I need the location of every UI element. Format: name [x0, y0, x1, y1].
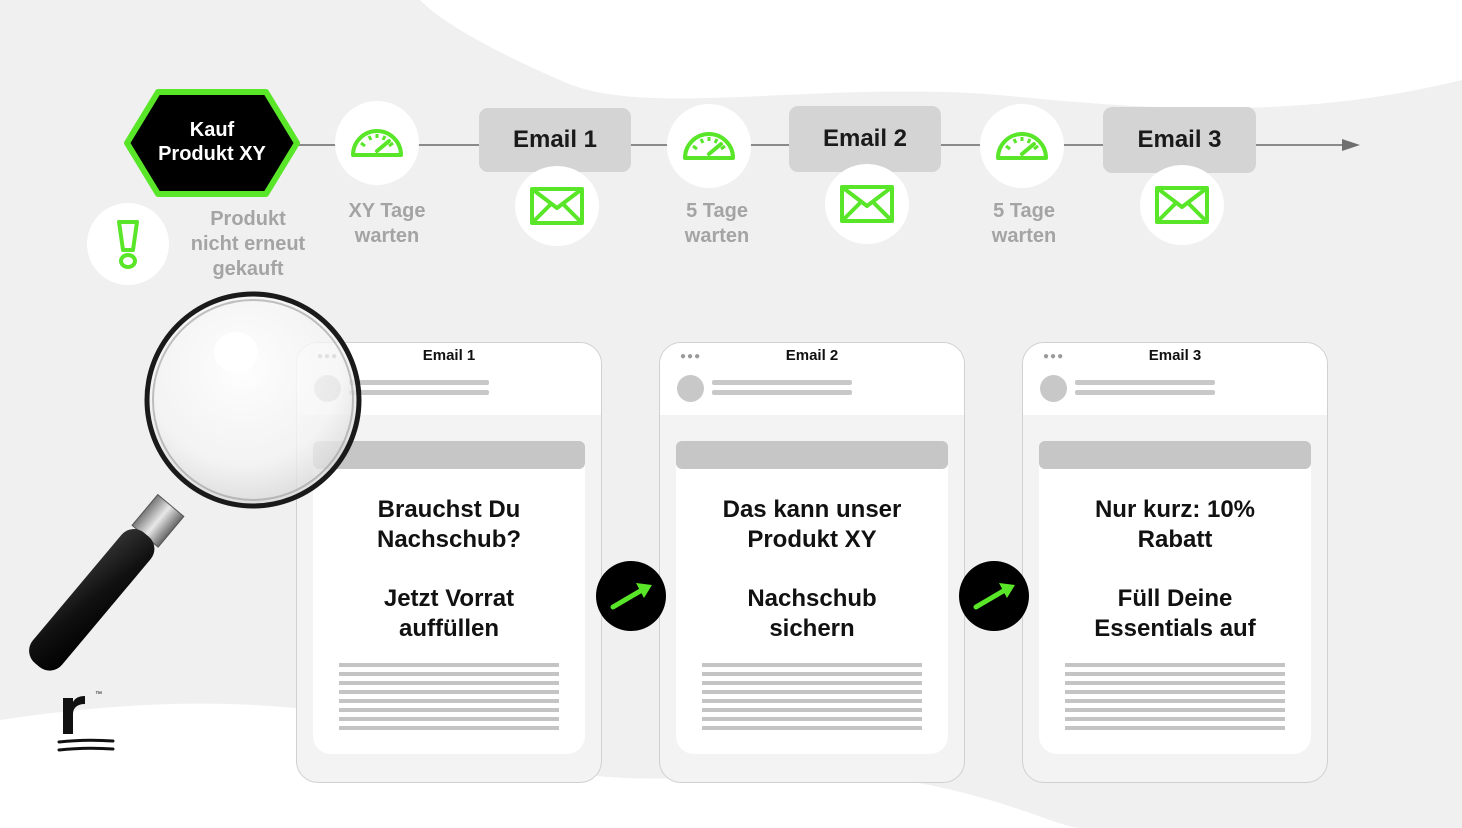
- wait-timer-1: [335, 101, 419, 185]
- email-2-cta: Nachschub sichern: [676, 584, 948, 644]
- banner-placeholder: [676, 441, 948, 469]
- email-1-headline-line1: Brauchst Du: [377, 496, 521, 523]
- placeholder-line: [1075, 380, 1215, 385]
- email-3-headline-line1: Nur kurz: 10%: [1094, 496, 1256, 523]
- wait-2-line2: warten: [684, 225, 750, 247]
- email-1-cta-line1: Jetzt Vorrat: [383, 585, 515, 612]
- email-2-headline-line1: Das kann unser: [722, 496, 902, 523]
- flow-connector: [1255, 144, 1347, 146]
- email-3-preview-title: Email 3: [1148, 347, 1202, 364]
- condition-line3: gekauft: [212, 258, 284, 280]
- condition-badge: [87, 203, 169, 285]
- email-1-cta-line2: auffüllen: [399, 615, 499, 642]
- flow-connector: [750, 144, 790, 146]
- magnifier-icon: [29, 291, 362, 671]
- wait-1-line2: warten: [354, 225, 420, 247]
- email-3-preview-header: ●●● Email 3: [1023, 343, 1327, 415]
- avatar: [1040, 375, 1067, 402]
- condition-line1: Produkt: [210, 208, 286, 230]
- placeholder-line: [349, 380, 489, 385]
- arrow-up-right-icon: [610, 583, 652, 610]
- condition-label: Produkt nicht erneut gekauft: [172, 207, 324, 282]
- wait-1-line1: XY Tage: [348, 200, 426, 222]
- flow-connector: [418, 144, 480, 146]
- speedometer-icon: [683, 132, 735, 160]
- svg-text:™: ™: [95, 691, 102, 698]
- email-3-headline: Nur kurz: 10% Rabatt: [1039, 495, 1311, 555]
- placeholder-line: [712, 390, 852, 395]
- start-node: Kauf Produkt XY: [124, 89, 300, 197]
- start-label-line2: Produkt XY: [158, 143, 266, 165]
- arrow-up-right-icon: [973, 583, 1015, 610]
- email-1-preview-title: Email 1: [422, 347, 476, 364]
- wait-timer-3: [980, 104, 1064, 188]
- body-text-placeholder: [702, 663, 922, 735]
- condition-line2: nicht erneut: [190, 233, 306, 255]
- envelope-icon: [840, 185, 894, 223]
- start-label-line1: Kauf: [189, 119, 235, 141]
- email-3-cta-line1: Füll Deine: [1117, 585, 1233, 612]
- email-2-cta-line1: Nachschub: [747, 585, 877, 612]
- email-2-headline: Das kann unser Produkt XY: [676, 495, 948, 555]
- placeholder-line: [712, 380, 852, 385]
- email-3-preview: ●●● Email 3 Nur kurz: 10% Rabatt Füll De…: [1022, 342, 1328, 783]
- body-text-placeholder: [339, 663, 559, 735]
- wait-timer-2: [667, 104, 751, 188]
- body-text-placeholder: [1065, 663, 1285, 735]
- email-3-body: Nur kurz: 10% Rabatt Füll Deine Essentia…: [1039, 441, 1311, 754]
- flow-connector: [296, 144, 338, 146]
- envelope-icon: [530, 187, 584, 225]
- email-2-icon-badge: [825, 164, 909, 244]
- email-3-node: Email 3: [1103, 107, 1256, 173]
- email-3-icon-badge: [1140, 165, 1224, 245]
- next-step-arrow-1: [596, 561, 666, 631]
- email-2-preview: ●●● Email 2 Das kann unser Produkt XY Na…: [659, 342, 965, 783]
- flow-connector: [630, 144, 670, 146]
- wait-3-line2: warten: [991, 225, 1057, 247]
- email-1-body: Brauchst Du Nachschub? Jetzt Vorrat auff…: [313, 441, 585, 754]
- flow-connector: [940, 144, 982, 146]
- speedometer-icon: [996, 132, 1048, 160]
- envelope-icon: [1155, 186, 1209, 224]
- next-step-arrow-2: [959, 561, 1029, 631]
- wait-3-line1: 5 Tage: [993, 200, 1055, 222]
- email-1-headline-line2: Nachschub?: [376, 526, 522, 553]
- window-dots: ●●●: [680, 351, 702, 362]
- banner-placeholder: [313, 441, 585, 469]
- email-2-preview-header: ●●● Email 2: [660, 343, 964, 415]
- speedometer-icon: [351, 129, 403, 157]
- avatar: [677, 375, 704, 402]
- wait-label-2: 5 Tage warten: [648, 199, 786, 249]
- wait-2-line1: 5 Tage: [686, 200, 748, 222]
- email-1-cta: Jetzt Vorrat auffüllen: [313, 584, 585, 644]
- email-2-preview-title: Email 2: [785, 347, 839, 364]
- wait-label-1: XY Tage warten: [318, 199, 456, 249]
- email-3-cta-line2: Essentials auf: [1094, 615, 1256, 642]
- email-3-headline-line2: Rabatt: [1137, 526, 1213, 553]
- email-1-headline: Brauchst Du Nachschub?: [313, 495, 585, 555]
- email-2-body: Das kann unser Produkt XY Nachschub sich…: [676, 441, 948, 754]
- placeholder-line: [349, 390, 489, 395]
- email-2-headline-line2: Produkt XY: [747, 526, 877, 553]
- email-3-cta: Füll Deine Essentials auf: [1039, 584, 1311, 644]
- email-1-node: Email 1: [479, 108, 631, 172]
- banner-placeholder: [1039, 441, 1311, 469]
- start-hexagon: [124, 89, 300, 197]
- placeholder-line: [1075, 390, 1215, 395]
- email-2-node: Email 2: [789, 106, 941, 172]
- flow-connector: [1062, 144, 1104, 146]
- email-1-icon-badge: [515, 166, 599, 246]
- wait-label-3: 5 Tage warten: [955, 199, 1093, 249]
- logo-r: ™: [57, 691, 115, 752]
- flow-end-arrowhead: [1342, 139, 1360, 151]
- window-dots: ●●●: [1043, 351, 1065, 362]
- exclamation-icon: [117, 220, 139, 269]
- email-2-cta-line2: sichern: [769, 615, 855, 642]
